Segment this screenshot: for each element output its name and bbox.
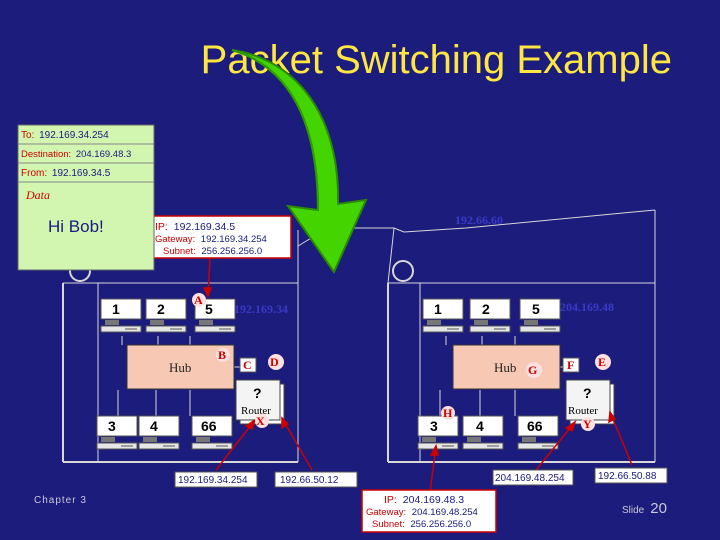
right-router-wan-label: 192.66.50.88 bbox=[594, 467, 668, 484]
source-host-info: IP: 192.169.34.5 Gateway: 192.169.34.254… bbox=[146, 215, 292, 259]
svg-text:B: B bbox=[218, 348, 226, 362]
svg-text:?: ? bbox=[583, 385, 592, 401]
svg-text:1: 1 bbox=[434, 301, 442, 317]
svg-text:F: F bbox=[567, 358, 574, 372]
left-router-wan-label: 192.66.50.12 bbox=[274, 471, 358, 488]
packet-data-label: Data bbox=[25, 188, 50, 202]
marker-f: F bbox=[562, 357, 580, 373]
dest-host-info: IP: 204.169.48.3 Gateway: 204.169.48.254… bbox=[361, 489, 497, 533]
svg-text:Subnet: 256.256.256.0: Subnet: 256.256.256.0 bbox=[372, 519, 471, 530]
svg-text:Gateway: 192.169.34.254: Gateway: 192.169.34.254 bbox=[155, 234, 267, 245]
left-router-addr-label: 192.169.34.254 bbox=[174, 471, 258, 488]
svg-text:Router: Router bbox=[241, 405, 271, 417]
right-computer-3[interactable]: 3 bbox=[417, 415, 459, 450]
left-router[interactable]: ? Router bbox=[235, 379, 285, 425]
left-computer-4[interactable]: 4 bbox=[138, 415, 180, 450]
svg-text:192.66.50.88: 192.66.50.88 bbox=[598, 471, 657, 482]
right-computer-2[interactable]: 2 bbox=[469, 298, 511, 333]
right-computer-5[interactable]: 5 bbox=[519, 298, 561, 333]
svg-text:Destination: 204.169.48.: Destination: 204.169.48.3 bbox=[21, 149, 131, 160]
markers: A B C D X G F E H Y bbox=[192, 293, 611, 431]
svg-text:Hub: Hub bbox=[169, 360, 191, 375]
marker-h: H bbox=[441, 406, 455, 420]
svg-text:192.169.34.254: 192.169.34.254 bbox=[178, 475, 248, 486]
svg-text:X: X bbox=[256, 414, 265, 428]
svg-text:Y: Y bbox=[583, 417, 592, 431]
svg-text:G: G bbox=[528, 363, 537, 377]
svg-text:Router: Router bbox=[568, 405, 598, 417]
packet-card: To: 192.169.34.254 Destination: 204.169.… bbox=[17, 124, 155, 271]
svg-text:H: H bbox=[443, 406, 453, 420]
svg-text:A: A bbox=[194, 293, 203, 307]
right-network: 1 2 5 Hub ? Router 3 4 bbox=[387, 210, 656, 463]
left-computer-3[interactable]: 3 bbox=[96, 415, 138, 450]
svg-text:Subnet: 256.256.256.0: Subnet: 256.256.256.0 bbox=[163, 246, 262, 257]
svg-text:4: 4 bbox=[150, 418, 158, 434]
chapter-label: Chapter 3 bbox=[34, 495, 87, 506]
marker-g: G bbox=[526, 362, 542, 378]
svg-text:192.66.50.12: 192.66.50.12 bbox=[280, 475, 339, 486]
svg-text:1: 1 bbox=[112, 301, 120, 317]
left-computer-5[interactable]: 5 bbox=[194, 298, 236, 333]
svg-text:D: D bbox=[270, 355, 279, 369]
svg-text:C: C bbox=[243, 358, 252, 372]
svg-text:Gateway: 204.169.48.254: Gateway: 204.169.48.254 bbox=[366, 507, 478, 518]
packet-message: Hi Bob! bbox=[48, 217, 104, 236]
right-hub[interactable]: Hub bbox=[452, 344, 561, 390]
svg-text:IP: 192.169.34.5: IP: 192.169.34.5 bbox=[155, 221, 235, 233]
right-computer-1[interactable]: 1 bbox=[422, 298, 464, 333]
right-computer-4[interactable]: 4 bbox=[462, 415, 504, 450]
left-net-label: 192.169.34 bbox=[234, 302, 288, 316]
marker-e: E bbox=[595, 354, 611, 370]
svg-text:3: 3 bbox=[108, 418, 116, 434]
svg-text:E: E bbox=[598, 355, 606, 369]
marker-y: Y bbox=[581, 417, 595, 431]
svg-text:66: 66 bbox=[527, 418, 543, 434]
svg-text:From: 192.169.34.5: From: 192.169.34.5 bbox=[21, 168, 111, 179]
left-computer-2[interactable]: 2 bbox=[145, 298, 187, 333]
right-router-addr-label: 204.169.48.254 bbox=[492, 469, 574, 486]
svg-text:66: 66 bbox=[201, 418, 217, 434]
svg-text:Hub: Hub bbox=[494, 360, 516, 375]
marker-a: A bbox=[192, 293, 206, 307]
left-computer-66[interactable]: 66 bbox=[191, 415, 233, 450]
marker-b: B bbox=[216, 348, 230, 362]
backbone-label: 192.66.60 bbox=[455, 213, 503, 227]
svg-text:5: 5 bbox=[205, 301, 213, 317]
left-hub[interactable]: Hub bbox=[126, 344, 235, 390]
right-antenna-icon bbox=[392, 260, 414, 282]
left-computer-1[interactable]: 1 bbox=[100, 298, 142, 333]
left-network: 1 2 5 Hub ? Router 3 4 bbox=[62, 230, 299, 463]
pointer-lines bbox=[215, 409, 633, 493]
svg-text:5: 5 bbox=[532, 301, 540, 317]
curved-arrow-icon bbox=[231, 49, 368, 275]
marker-x: X bbox=[255, 414, 269, 428]
svg-text:4: 4 bbox=[476, 418, 484, 434]
marker-d: D bbox=[268, 354, 284, 370]
right-computer-66[interactable]: 66 bbox=[517, 415, 559, 450]
svg-text:2: 2 bbox=[157, 301, 165, 317]
svg-text:3: 3 bbox=[430, 418, 438, 434]
right-net-label: 204.169.48 bbox=[560, 300, 614, 314]
source-pointer bbox=[202, 257, 213, 298]
svg-text:To: 192.169.34.254: To: 192.169.34.254 bbox=[21, 130, 109, 141]
marker-c: C bbox=[239, 357, 257, 373]
svg-text:204.169.48.254: 204.169.48.254 bbox=[495, 473, 565, 484]
svg-text:2: 2 bbox=[482, 301, 490, 317]
svg-text:IP: 204.169.48.3: IP: 204.169.48.3 bbox=[384, 494, 464, 506]
right-router[interactable]: ? Router bbox=[565, 379, 615, 425]
svg-text:?: ? bbox=[253, 385, 262, 401]
